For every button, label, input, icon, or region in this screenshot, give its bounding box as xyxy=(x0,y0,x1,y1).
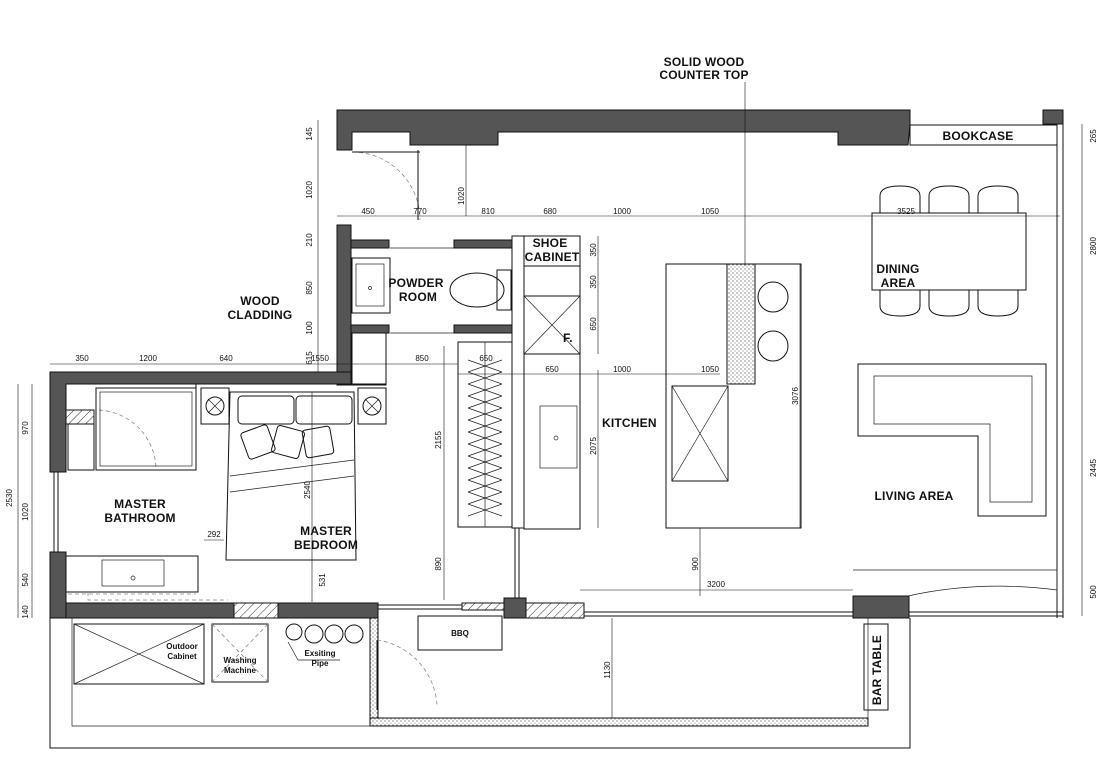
dim-1020b: 1020 xyxy=(457,187,466,205)
balcony-fixtures xyxy=(73,615,889,711)
dim-450: 450 xyxy=(361,207,375,216)
dim-350c: 350 xyxy=(75,354,89,363)
dim-1130: 1130 xyxy=(603,661,612,679)
dim-100: 100 xyxy=(305,321,314,335)
dim-650c: 650 xyxy=(545,365,559,374)
dim-1050: 1050 xyxy=(701,207,719,216)
dim-3200: 3200 xyxy=(707,580,725,589)
label-living-area: LIVING AREA xyxy=(874,489,953,503)
label-shoe: SHOE xyxy=(533,236,568,250)
dim-350b: 350 xyxy=(589,275,598,289)
dim-900: 900 xyxy=(691,557,700,571)
label-outdoor: Outdoor xyxy=(166,642,198,651)
dim-650b: 650 xyxy=(479,354,493,363)
label-fridge: F. xyxy=(563,331,573,345)
label-dining: DINING xyxy=(876,262,919,276)
dim-2075: 2075 xyxy=(589,437,598,455)
dim-1020: 1020 xyxy=(305,181,314,199)
label-bbq: BBQ xyxy=(451,629,469,638)
hangers xyxy=(467,359,503,517)
dining-living-furniture xyxy=(853,185,1058,597)
dim-210: 210 xyxy=(305,233,314,247)
dim-350a: 350 xyxy=(589,243,598,257)
label-pipe: Pipe xyxy=(312,659,329,668)
label-existing: Exsiting xyxy=(304,649,335,658)
dim-1000b: 1000 xyxy=(613,365,631,374)
walls xyxy=(49,109,1064,619)
dim-3076: 3076 xyxy=(791,387,800,405)
dim-650a: 650 xyxy=(589,317,598,331)
dim-850: 850 xyxy=(305,281,314,295)
label-room: ROOM xyxy=(399,290,437,304)
master-bedroom-furniture xyxy=(200,387,387,561)
label-master-bath-2: BATHROOM xyxy=(104,511,175,525)
label-kitchen: KITCHEN xyxy=(602,416,657,430)
dim-770: 770 xyxy=(413,207,427,216)
label-cabinet-outdoor: Cabinet xyxy=(167,652,197,661)
dim-850b: 850 xyxy=(415,354,429,363)
dim-145: 145 xyxy=(305,127,314,141)
label-cabinet: CABINET xyxy=(525,250,580,264)
label-wood: WOOD xyxy=(240,294,280,308)
kitchen-fixtures xyxy=(457,235,802,530)
label-area: AREA xyxy=(881,276,916,290)
label-solid-wood-2: COUNTER TOP xyxy=(659,68,748,82)
powder-room-fixtures xyxy=(351,247,512,386)
label-master-bed-1: MASTER xyxy=(300,524,352,538)
dim-1020c: 1020 xyxy=(21,503,30,521)
dimension-lines xyxy=(17,82,1083,718)
dim-3525: 3525 xyxy=(897,207,915,216)
dim-540: 540 xyxy=(21,573,30,587)
dim-2155: 2155 xyxy=(434,431,443,449)
label-bookcase: BOOKCASE xyxy=(943,129,1014,143)
dim-2530: 2530 xyxy=(5,489,14,507)
label-washing: Washing xyxy=(223,656,256,665)
dim-640: 640 xyxy=(219,354,233,363)
dim-140: 140 xyxy=(21,605,30,619)
label-powder: POWDER xyxy=(388,276,443,290)
dim-2540: 2540 xyxy=(303,481,312,499)
dim-2445: 2445 xyxy=(1089,459,1098,477)
dim-615: 615 xyxy=(305,351,314,365)
label-bar-table: BAR TABLE xyxy=(870,635,884,705)
label-cladding: CLADDING xyxy=(228,308,293,322)
dim-1050b: 1050 xyxy=(701,365,719,374)
dim-970: 970 xyxy=(21,421,30,435)
dim-531: 531 xyxy=(318,573,327,587)
dim-1000: 1000 xyxy=(613,207,631,216)
dim-890: 890 xyxy=(434,557,443,571)
dim-500: 500 xyxy=(1089,585,1098,599)
label-solid-wood-1: SOLID WOOD xyxy=(664,55,745,69)
label-master-bath-1: MASTER xyxy=(114,497,166,511)
dim-1550: 1550 xyxy=(311,354,329,363)
room-labels: SOLID WOOD COUNTER TOP BOOKCASE SHOE CAB… xyxy=(104,55,1013,705)
dim-810: 810 xyxy=(481,207,495,216)
outline-lines xyxy=(49,124,1064,749)
dim-292: 292 xyxy=(207,530,221,539)
dimension-text: 145 1020 210 850 100 615 450 770 1020 81… xyxy=(5,127,1098,679)
doors xyxy=(95,150,438,710)
label-master-bed-2: BEDROOM xyxy=(294,538,358,552)
label-machine: Machine xyxy=(224,666,257,675)
dim-265: 265 xyxy=(1089,129,1098,143)
dim-680: 680 xyxy=(543,207,557,216)
dim-2800: 2800 xyxy=(1089,237,1098,255)
master-bathroom-fixtures xyxy=(65,384,228,601)
dim-1200: 1200 xyxy=(139,354,157,363)
